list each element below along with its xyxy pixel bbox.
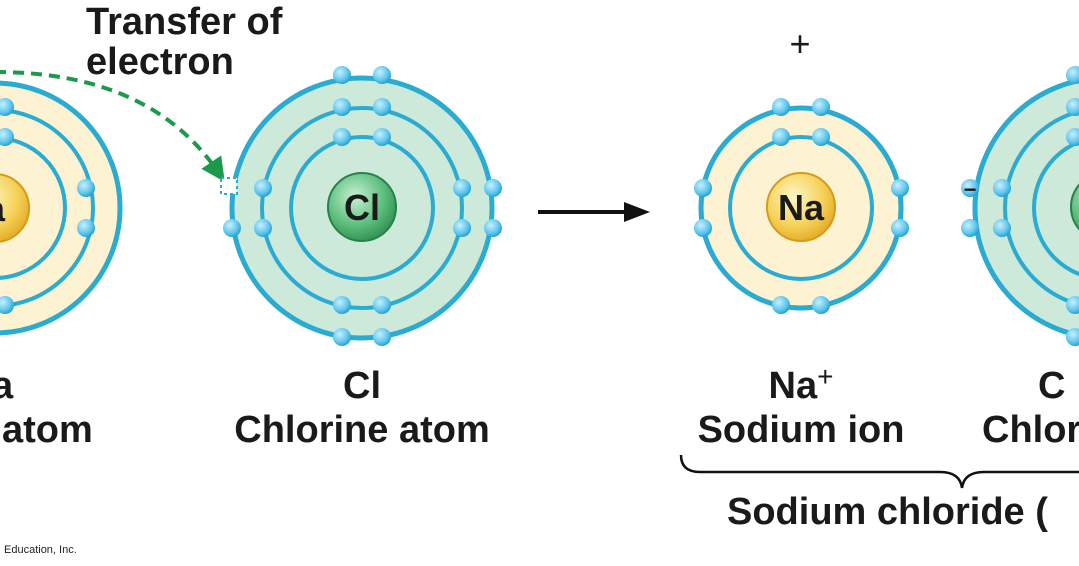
sodium-ion-electrons xyxy=(694,98,909,314)
reaction-arrow-head xyxy=(624,202,650,222)
reaction-arrow xyxy=(538,202,650,222)
sodium-ion-charge: + xyxy=(789,23,810,64)
electron xyxy=(1066,296,1079,314)
chloride-ion-nucleus xyxy=(1070,183,1079,231)
chlorine-atom-name: Chlorine atom xyxy=(234,409,490,451)
electron xyxy=(77,179,95,197)
sodium-ion-inner-shell xyxy=(728,135,874,281)
chlorine-atom-electrons xyxy=(223,66,502,346)
electron xyxy=(891,219,909,237)
sodium-ion-formula: Na+ xyxy=(768,361,834,408)
electron xyxy=(333,128,351,146)
chloride-ion-label: C Chlor xyxy=(982,364,1079,452)
electron xyxy=(223,219,241,237)
electron xyxy=(0,296,14,314)
electron xyxy=(453,219,471,237)
electron xyxy=(373,98,391,116)
compound-brace xyxy=(679,454,1079,489)
chlorine-atom-nucleus xyxy=(327,172,397,242)
electron xyxy=(484,219,502,237)
chlorine-atom-inner-shell xyxy=(289,135,435,281)
chlorine-atom-formula: Cl xyxy=(343,365,381,407)
chlorine-atom-symbol: Cl xyxy=(344,187,380,228)
electron-vacancy xyxy=(220,177,238,195)
chlorine-atom: Cl xyxy=(220,66,502,346)
electron xyxy=(1066,98,1079,116)
transfer-label-line1: Transfer of xyxy=(86,1,283,43)
sodium-ion: + Na xyxy=(694,23,909,314)
sodium-atom-name: atom xyxy=(2,409,93,451)
sodium-ion-name: Sodium ion xyxy=(697,409,905,451)
chloride-ion-electrons xyxy=(961,66,1079,346)
sodium-ion-nucleus xyxy=(766,172,836,242)
electron xyxy=(812,98,830,116)
chloride-ion-inner-shell xyxy=(1032,139,1079,277)
sodium-ion-symbol: Na xyxy=(778,187,825,228)
copyright-text: Education, Inc. xyxy=(4,544,77,556)
chloride-ion-name: Chlor xyxy=(982,409,1079,451)
chloride-ion-middle-shell xyxy=(1003,109,1079,307)
electron xyxy=(333,328,351,346)
electron xyxy=(1066,66,1079,84)
electron xyxy=(812,128,830,146)
electron xyxy=(77,219,95,237)
electron xyxy=(1066,128,1079,146)
electron xyxy=(373,66,391,84)
electron xyxy=(333,98,351,116)
electron xyxy=(373,296,391,314)
electron xyxy=(333,296,351,314)
sodium-atom-inner-shell xyxy=(0,136,67,280)
electron xyxy=(993,219,1011,237)
sodium-atom-middle-shell xyxy=(0,108,95,308)
electron xyxy=(772,296,790,314)
electron xyxy=(333,66,351,84)
chloride-ion: − xyxy=(961,66,1079,346)
sodium-atom-electrons xyxy=(0,98,95,314)
electron xyxy=(772,98,790,116)
electron xyxy=(993,179,1011,197)
electron xyxy=(772,128,790,146)
electron xyxy=(373,328,391,346)
electron xyxy=(373,128,391,146)
electron xyxy=(0,128,14,146)
electron xyxy=(453,179,471,197)
chlorine-atom-label: Cl Chlorine atom xyxy=(222,364,502,452)
electron xyxy=(254,179,272,197)
electron xyxy=(694,219,712,237)
sodium-ion-label: Na+ Sodium ion xyxy=(670,361,932,452)
electron xyxy=(812,296,830,314)
electron xyxy=(0,98,14,116)
sodium-atom-symbol: a xyxy=(0,188,6,229)
sodium-atom: a xyxy=(0,80,123,336)
chlorine-atom-middle-shell xyxy=(260,106,464,310)
transfer-label: Transfer of electron xyxy=(86,2,282,82)
electron xyxy=(254,219,272,237)
electron xyxy=(1066,328,1079,346)
chloride-ion-charge: − xyxy=(964,177,977,202)
electron xyxy=(961,219,979,237)
sodium-atom-label: a xyxy=(0,364,13,408)
chloride-ion-outer-shell xyxy=(972,78,1079,338)
electron xyxy=(891,179,909,197)
chloride-ion-formula: C xyxy=(1038,365,1066,407)
electron xyxy=(694,179,712,197)
transferred-electron xyxy=(961,179,979,197)
electron xyxy=(484,179,502,197)
electron-transfer-arrow xyxy=(0,70,225,182)
sodium-atom-formula: a xyxy=(0,365,14,407)
transfer-label-line2: electron xyxy=(86,41,234,83)
sodium-atom-nucleus xyxy=(0,173,30,243)
compound-label: Sodium chloride ( xyxy=(727,491,1048,533)
